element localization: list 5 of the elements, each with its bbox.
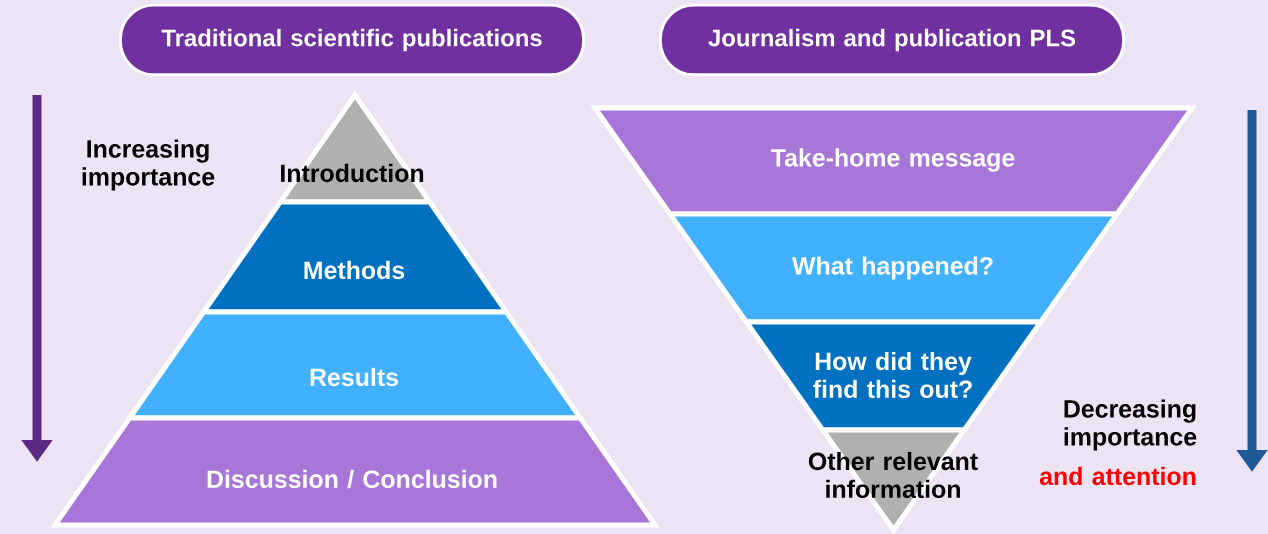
side-label: and attention <box>1039 466 1196 486</box>
side-label: Decreasing importance <box>1064 399 1197 451</box>
side-label: Increasing importance <box>82 139 215 191</box>
title-pill: Traditional scientific publications <box>118 3 586 77</box>
title-pill: Journalism and publication PLS <box>658 3 1126 77</box>
